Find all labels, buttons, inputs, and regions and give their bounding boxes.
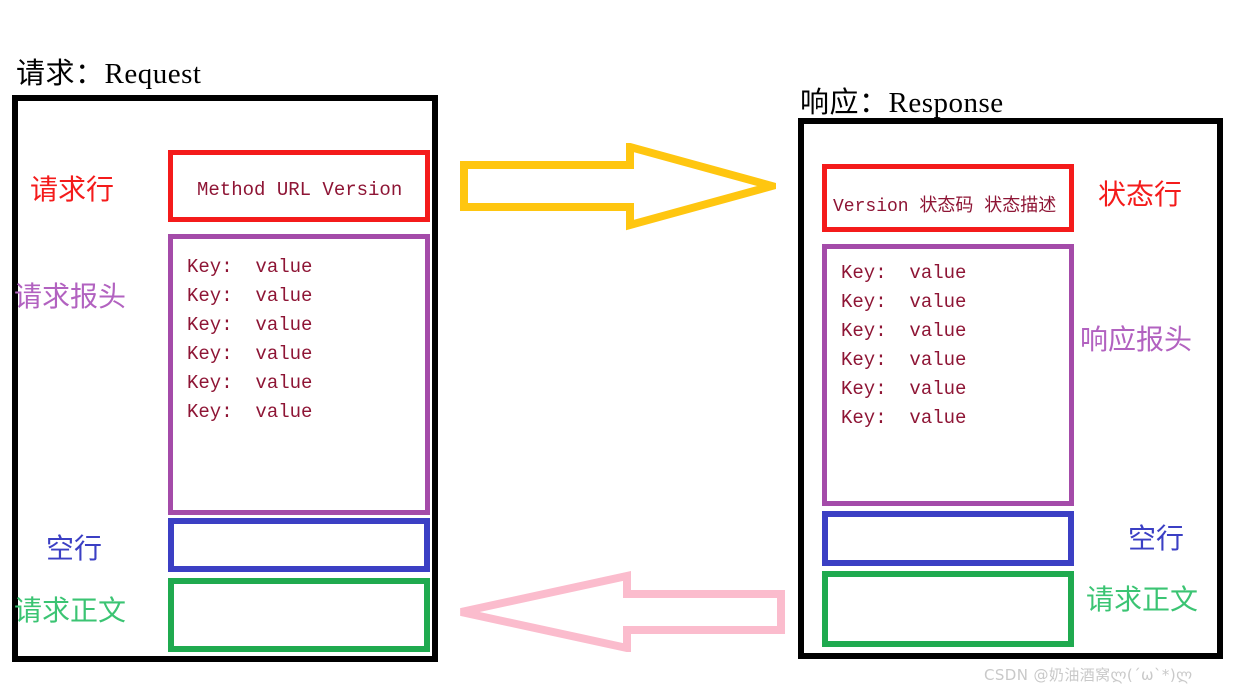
request-blank-line-box: [168, 518, 430, 572]
arrow-right-icon: [460, 143, 776, 231]
response-headers-box: Key: value Key: value Key: value Key: va…: [822, 244, 1074, 506]
list-item: Key: value: [841, 262, 967, 284]
request-body-box: [168, 578, 430, 652]
arrow-left-icon: [460, 571, 785, 652]
list-item: Key: value: [841, 378, 967, 400]
request-header-rows: Key: value Key: value Key: value Key: va…: [187, 253, 312, 427]
list-item: Key: value: [187, 256, 313, 278]
list-item: Key: value: [187, 343, 313, 365]
response-status-line-box: Version 状态码 状态描述: [822, 164, 1074, 232]
request-panel: Method URL Version Key: value Key: value…: [12, 95, 438, 662]
request-start-line-label: 请求行: [30, 175, 115, 206]
response-status-line-text: Version 状态码 状态描述: [833, 197, 1057, 217]
response-header-rows: Key: value Key: value Key: value Key: va…: [841, 259, 966, 433]
request-headers-box: Key: value Key: value Key: value Key: va…: [168, 234, 430, 515]
response-panel: Version 状态码 状态描述 Key: value Key: value K…: [798, 118, 1223, 659]
list-item: Key: value: [187, 401, 313, 423]
request-body-label: 请求正文: [14, 596, 127, 627]
list-item: Key: value: [841, 291, 967, 313]
response-body-box: [822, 571, 1074, 647]
list-item: Key: value: [841, 349, 967, 371]
response-status-line-label: 状态行: [1098, 180, 1183, 211]
list-item: Key: value: [187, 285, 313, 307]
watermark-text: CSDN @奶油酒窝ლ(´ω`*)ლ: [984, 666, 1193, 684]
request-start-line-box: Method URL Version: [168, 150, 430, 222]
request-panel-title: 请求：Request: [16, 58, 202, 90]
request-start-line-text: Method URL Version: [197, 179, 403, 201]
request-blank-line-label: 空行: [46, 534, 103, 565]
response-headers-label: 响应报头: [1080, 325, 1193, 356]
response-body-label: 请求正文: [1086, 585, 1199, 616]
response-blank-line-label: 空行: [1128, 524, 1185, 555]
list-item: Key: value: [187, 314, 313, 336]
response-panel-title: 响应：Response: [800, 87, 1004, 119]
response-blank-line-box: [822, 511, 1074, 566]
list-item: Key: value: [841, 407, 967, 429]
request-headers-label: 请求报头: [14, 282, 127, 313]
list-item: Key: value: [187, 372, 313, 394]
list-item: Key: value: [841, 320, 967, 342]
